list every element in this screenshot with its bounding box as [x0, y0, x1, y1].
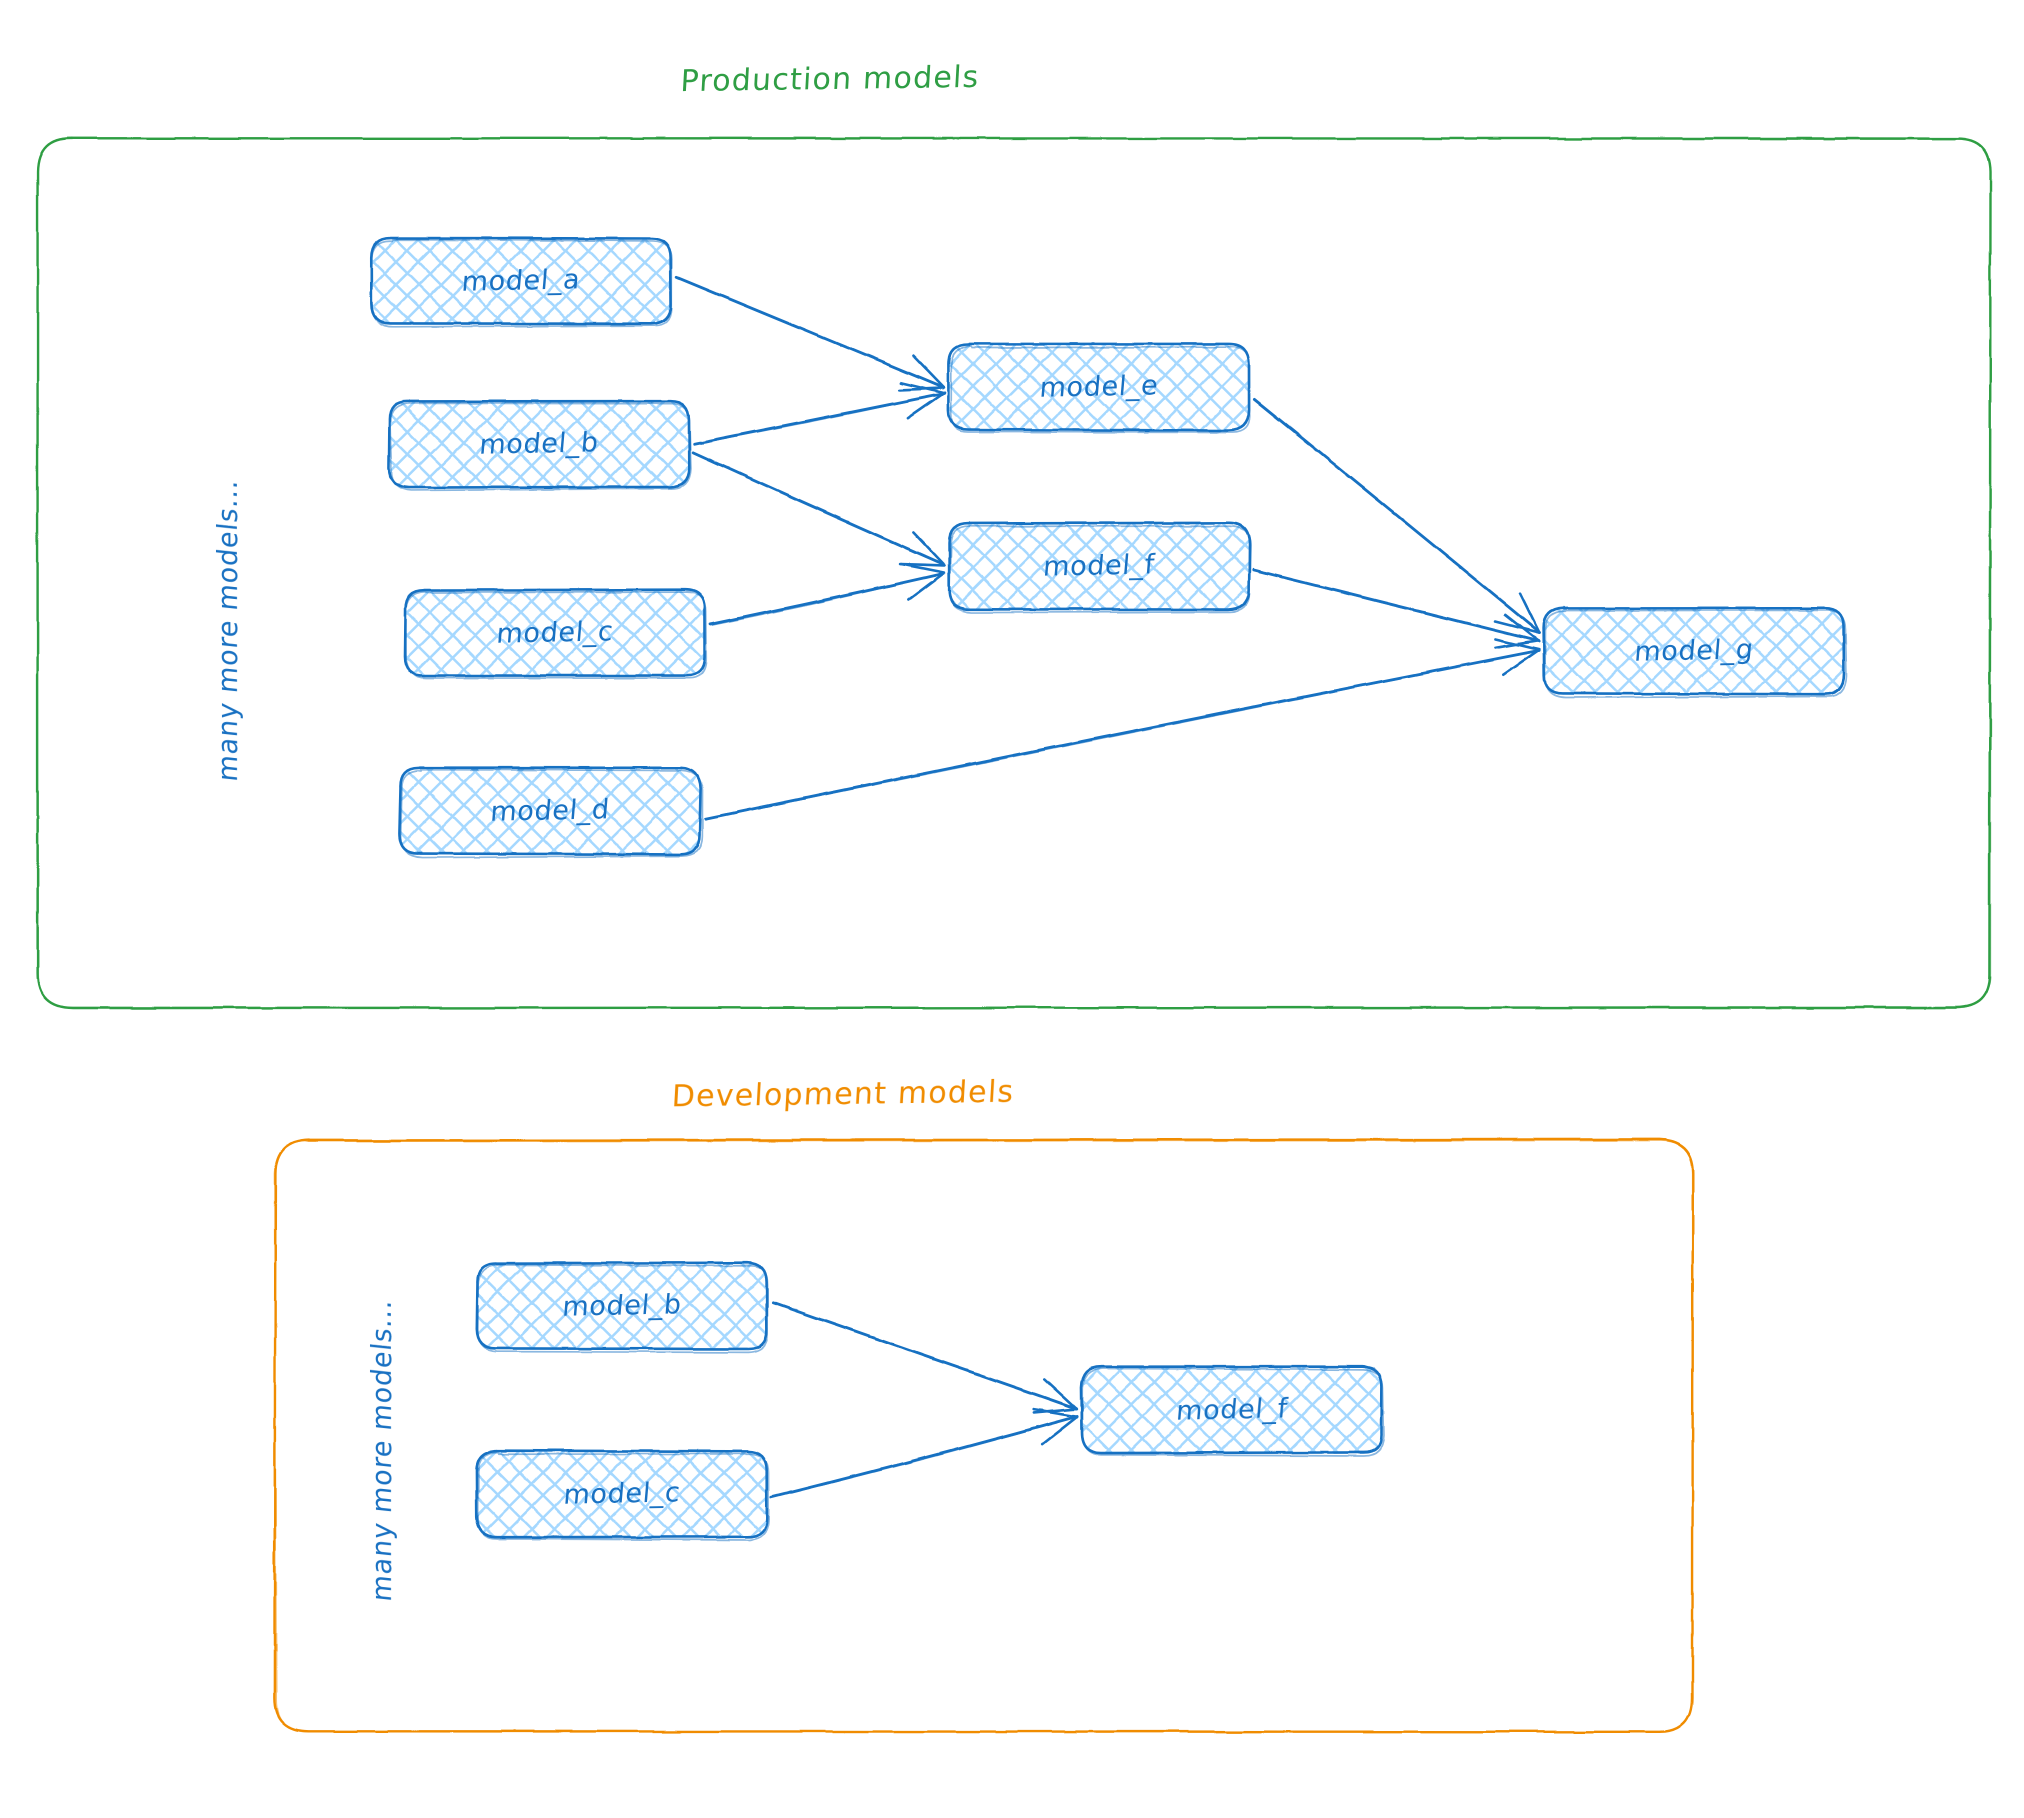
arrow-b-to-e	[692, 381, 946, 446]
node-fill-dev_model_c	[476, 1450, 767, 1538]
arrow-head-barb-1	[1518, 591, 1541, 634]
node-outline-sketch-dev_model_b	[476, 1263, 769, 1354]
node-prod_model_b[interactable]	[387, 399, 692, 492]
node-outline-sketch-dev_model_c	[477, 1451, 770, 1541]
node-prod_model_c[interactable]	[403, 588, 708, 679]
arrow-f-to-g	[1251, 568, 1541, 650]
node-fill-prod_model_c	[405, 589, 705, 676]
node-outline-sketch-prod_model_c	[404, 590, 708, 679]
node-outline-sketch-prod_model_e	[950, 345, 1251, 434]
node-fill-dev_model_f	[1081, 1366, 1382, 1454]
group-frames	[36, 136, 1992, 1734]
arrow-head-barb-0	[1502, 648, 1540, 677]
node-fill-prod_model_e	[948, 343, 1250, 431]
arrow-line	[771, 1302, 1078, 1410]
arrow-line	[770, 1415, 1079, 1498]
arrow-head-barb-1	[1504, 613, 1541, 643]
arrow-head-barb-1	[912, 531, 946, 567]
arrow-line	[691, 450, 946, 567]
arrow-devc-to-devf	[769, 1408, 1079, 1499]
side-note-production: many more models...	[213, 477, 244, 783]
node-outline-sketch-prod_model_b	[389, 402, 692, 492]
node-outline-sketch-prod_model_d	[399, 768, 704, 859]
group-frame-development	[273, 1138, 1695, 1734]
arrow-head-barb-1	[1043, 1378, 1079, 1411]
arrow-d-to-g	[704, 638, 1541, 821]
arrow-head-barb-0	[1494, 620, 1541, 634]
arrow-e-to-g	[1252, 397, 1541, 634]
arrow-line	[692, 452, 945, 567]
arrow-head-barb-0	[1032, 1407, 1078, 1415]
node-outline-sketch-prod_model_a	[370, 238, 673, 328]
node-fill-prod_model_a	[371, 238, 672, 324]
group-frame-production-sketch	[36, 136, 1992, 1009]
node-dev_model_c[interactable]	[475, 1449, 770, 1541]
arrow-head-barb-1	[911, 354, 946, 389]
group-frame-development-sketch	[273, 1139, 1694, 1733]
arrow-line	[693, 392, 945, 445]
node-prod_model_a[interactable]	[369, 236, 673, 328]
arrow-b-to-f	[691, 450, 946, 567]
arrow-a-to-e	[675, 275, 946, 392]
arrow-head-barb-1	[900, 562, 946, 574]
arrow-head-barb-0	[906, 391, 946, 420]
node-fill-prod_model_g	[1543, 607, 1844, 695]
group-title-development: Development models	[670, 1074, 1016, 1115]
edge-arrows	[675, 275, 1541, 1499]
node-fill-prod_model_f	[949, 522, 1250, 610]
node-fill-prod_model_d	[399, 767, 701, 855]
node-shapes	[369, 236, 1848, 1541]
node-prod_model_g[interactable]	[1542, 606, 1848, 699]
arrow-line	[709, 572, 945, 627]
arrow-line	[704, 649, 1540, 820]
arrow-devb-to-devf	[771, 1301, 1079, 1415]
arrow-head-barb-0	[907, 571, 946, 602]
arrow-head-barb-1	[899, 381, 946, 395]
node-dev_model_b[interactable]	[475, 1261, 769, 1354]
arrow-line	[675, 276, 945, 390]
node-dev_model_f[interactable]	[1080, 1365, 1385, 1457]
arrow-line	[1252, 569, 1540, 642]
node-outline-sketch-prod_model_f	[948, 525, 1252, 614]
node-prod_model_d[interactable]	[398, 766, 704, 859]
arrow-line	[1252, 398, 1541, 634]
group-title-production: Production models	[679, 59, 981, 100]
arrow-head-barb-0	[1040, 1416, 1079, 1446]
arrow-c-to-f	[708, 562, 946, 627]
arrow-head-barb-1	[1494, 638, 1541, 651]
arrow-line	[769, 1415, 1079, 1499]
arrow-head-barb-1	[1031, 1408, 1078, 1418]
node-outline-sketch-dev_model_f	[1081, 1367, 1385, 1457]
node-fill-prod_model_b	[388, 401, 690, 488]
node-prod_model_f[interactable]	[947, 521, 1252, 614]
node-prod_model_e[interactable]	[947, 342, 1251, 434]
node-outline-sketch-prod_model_g	[1544, 609, 1848, 699]
node-fill-dev_model_b	[476, 1262, 767, 1349]
side-note-development: many more models...	[367, 1297, 398, 1603]
